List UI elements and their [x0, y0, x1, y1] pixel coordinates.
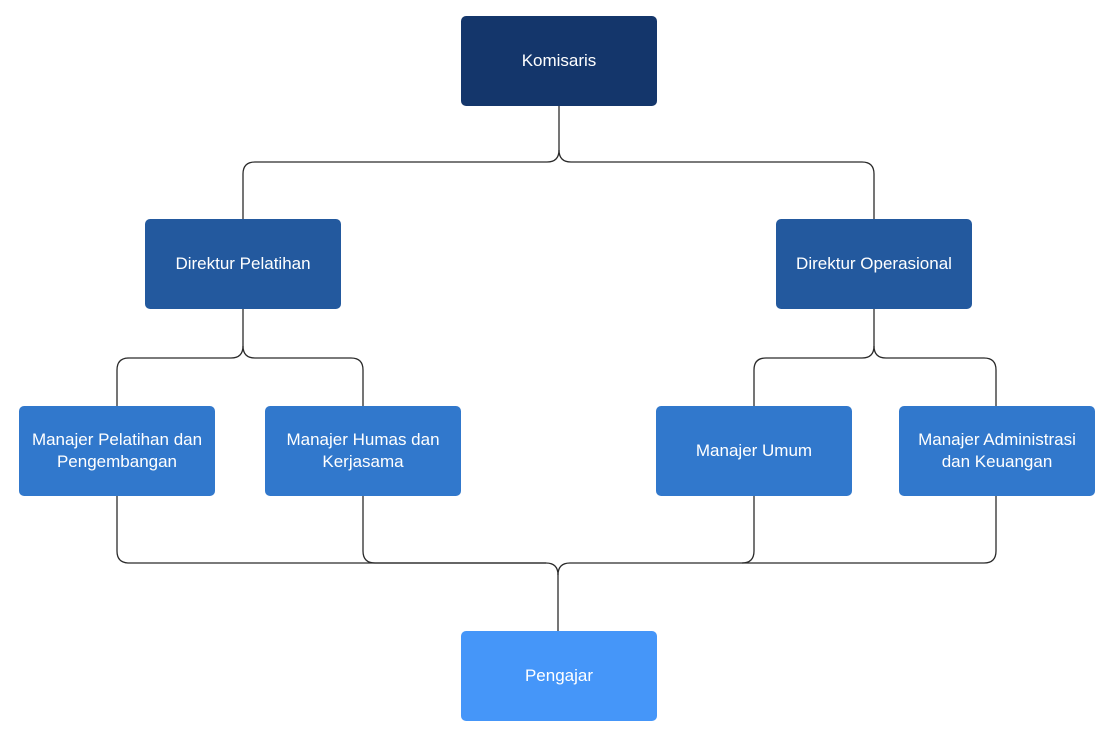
- node-komisaris[interactable]: Komisaris: [461, 16, 657, 106]
- node-manajer-pelatihan-label: Manajer Pelatihan dan Pengembangan: [31, 430, 203, 471]
- node-manajer-umum-label: Manajer Umum: [695, 441, 813, 460]
- node-direktur-pelatihan[interactable]: Direktur Pelatihan: [145, 219, 341, 309]
- connector-humas-to-pengajar: [362, 495, 546, 564]
- node-manajer-umum[interactable]: Manajer Umum: [656, 406, 852, 496]
- node-manajer-administrasi-label: Manajer Administrasi dan Keuangan: [918, 430, 1076, 471]
- node-manajer-pelatihan-dan-pengembangan[interactable]: Manajer Pelatihan dan Pengembangan: [19, 406, 215, 496]
- node-direktur-pelatihan-label: Direktur Pelatihan: [175, 254, 311, 273]
- connector-pelatihan-to-pengajar: [116, 495, 559, 631]
- connector-administrasi-to-pengajar: [742, 495, 997, 564]
- node-manajer-humas-label: Manajer Humas dan Kerjasama: [286, 430, 440, 471]
- connector-direktur-pelatihan-to-managers: [116, 308, 244, 406]
- connector-komisaris-to-directors: [242, 105, 560, 219]
- connector-umum-to-pengajar: [557, 495, 755, 576]
- connector-direktur-operasional-to-administrasi: [873, 345, 997, 406]
- node-direktur-operasional-label: Direktur Operasional: [796, 254, 952, 273]
- connector-komisaris-to-direktur-operasional: [558, 149, 875, 219]
- node-manajer-administrasi-dan-keuangan[interactable]: Manajer Administrasi dan Keuangan: [899, 406, 1095, 496]
- node-direktur-operasional[interactable]: Direktur Operasional: [776, 219, 972, 309]
- connector-direktur-operasional-to-umum: [753, 308, 875, 406]
- node-pengajar[interactable]: Pengajar: [461, 631, 657, 721]
- node-manajer-humas-dan-kerjasama[interactable]: Manajer Humas dan Kerjasama: [265, 406, 461, 496]
- node-pengajar-label: Pengajar: [524, 666, 594, 685]
- connector-direktur-pelatihan-to-humas: [242, 345, 364, 406]
- node-komisaris-label: Komisaris: [521, 51, 597, 70]
